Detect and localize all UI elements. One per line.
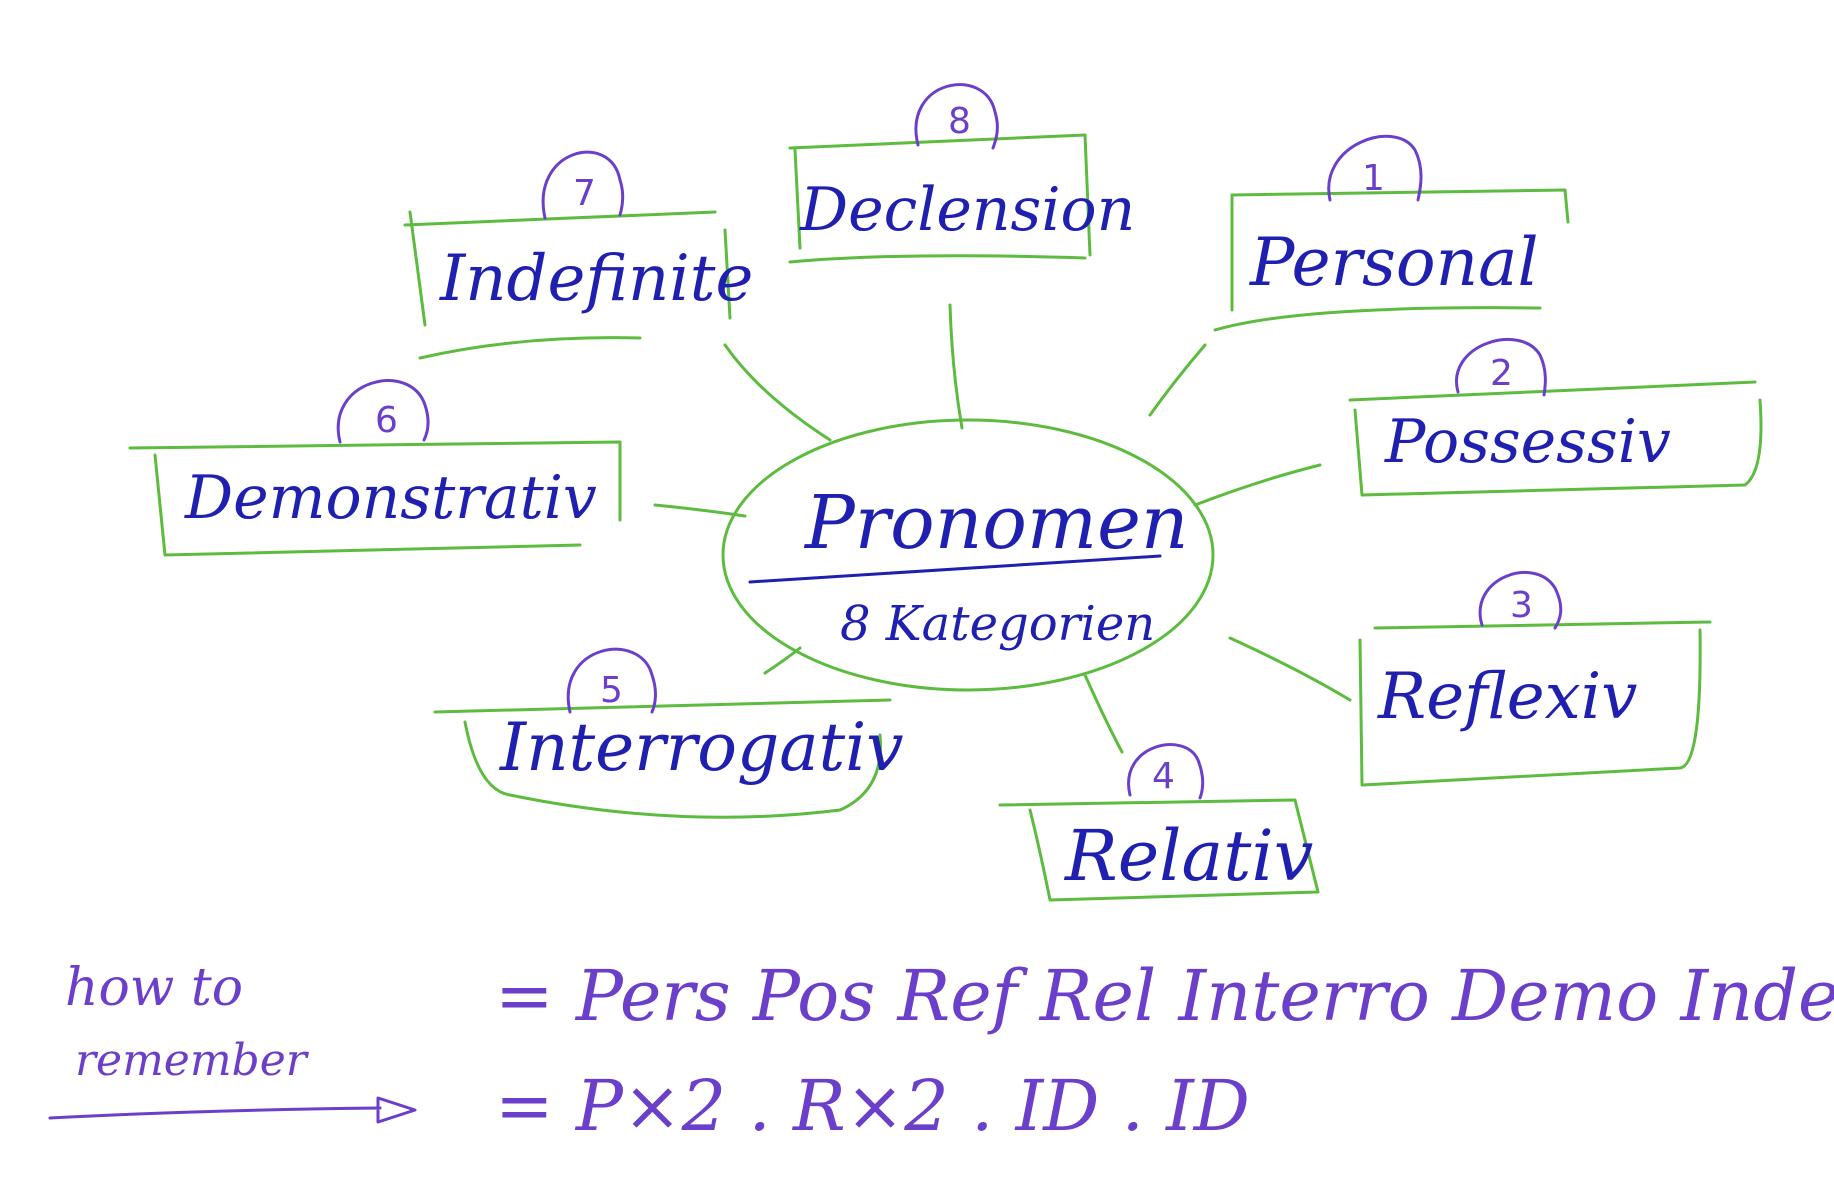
category-number: 2 [1490,353,1513,394]
category-node-demonstrativ: 6 Demonstrativ [128,379,622,557]
number-circle [541,150,625,220]
category-number: 1 [1362,158,1385,199]
category-number: 6 [375,400,398,441]
category-label: Relativ [1063,815,1313,897]
mnemonic-section: how to remember = Pers Pos Ref Rel Inter… [48,955,1834,1147]
category-number: 8 [948,101,971,142]
center-ellipse [721,418,1215,692]
spoke-reflexiv [1228,636,1352,702]
category-label: Declension [799,175,1135,245]
spoke-personal [1148,343,1207,417]
number-circle [566,647,657,714]
category-label: Demonstrativ [184,463,597,533]
number-circle [1455,338,1547,397]
spoke-declension [948,303,964,430]
category-label: Interrogativ [499,709,904,786]
number-circle [1327,134,1423,202]
category-box [788,133,1092,264]
mnemonic-label-line2: remember [75,1035,310,1086]
connector-lines [653,303,1352,754]
mnemonic-line1: = Pers Pos Ref Rel Interro Demo Inde Dec [495,955,1834,1037]
center-title-underline [748,554,1162,584]
spoke-demonstrativ [653,503,747,518]
spoke-indefinite [723,343,832,442]
category-label: Possessiv [1384,407,1671,477]
category-box [1348,380,1763,497]
category-box [998,798,1320,902]
category-label: Indefinite [439,242,753,316]
category-box [1213,188,1570,332]
category-node-reflexiv: 3 Reflexiv [1358,571,1712,787]
category-node-personal: 1 Personal [1213,134,1570,332]
category-box [403,210,732,360]
category-node-relativ: 4 Relativ [998,743,1320,902]
category-number: 7 [573,173,596,214]
mnemonic-label-line1: how to [65,958,243,1018]
mnemonic-arrow [48,1096,417,1124]
category-number: 4 [1152,756,1175,797]
category-box [433,698,892,819]
category-node-indefinite: 7 Indefinite [403,150,753,360]
mnemonic-line2: = P×2 . R×2 . ID . ID [495,1065,1250,1147]
category-box [128,440,622,557]
category-number: 3 [1510,585,1533,626]
center-title: Pronomen [803,480,1189,566]
category-box [1358,620,1712,787]
spoke-possessiv [1193,463,1322,507]
spoke-interrogativ [763,646,802,675]
number-circle [336,379,430,444]
center-node: Pronomen 8 Kategorien [721,418,1215,692]
spoke-relativ [1083,673,1124,754]
number-circle [1478,571,1563,630]
number-circle [1127,743,1205,800]
category-label: Personal [1249,224,1539,301]
category-number: 5 [600,670,623,711]
category-node-declension: 8 Declension [788,83,1135,264]
center-subtitle: 8 Kategorien [840,596,1155,652]
number-circle [914,83,999,150]
category-label: Reflexiv [1377,660,1637,734]
category-node-possessiv: 2 Possessiv [1348,338,1763,497]
category-node-interrogativ: 5 Interrogativ [433,647,904,819]
